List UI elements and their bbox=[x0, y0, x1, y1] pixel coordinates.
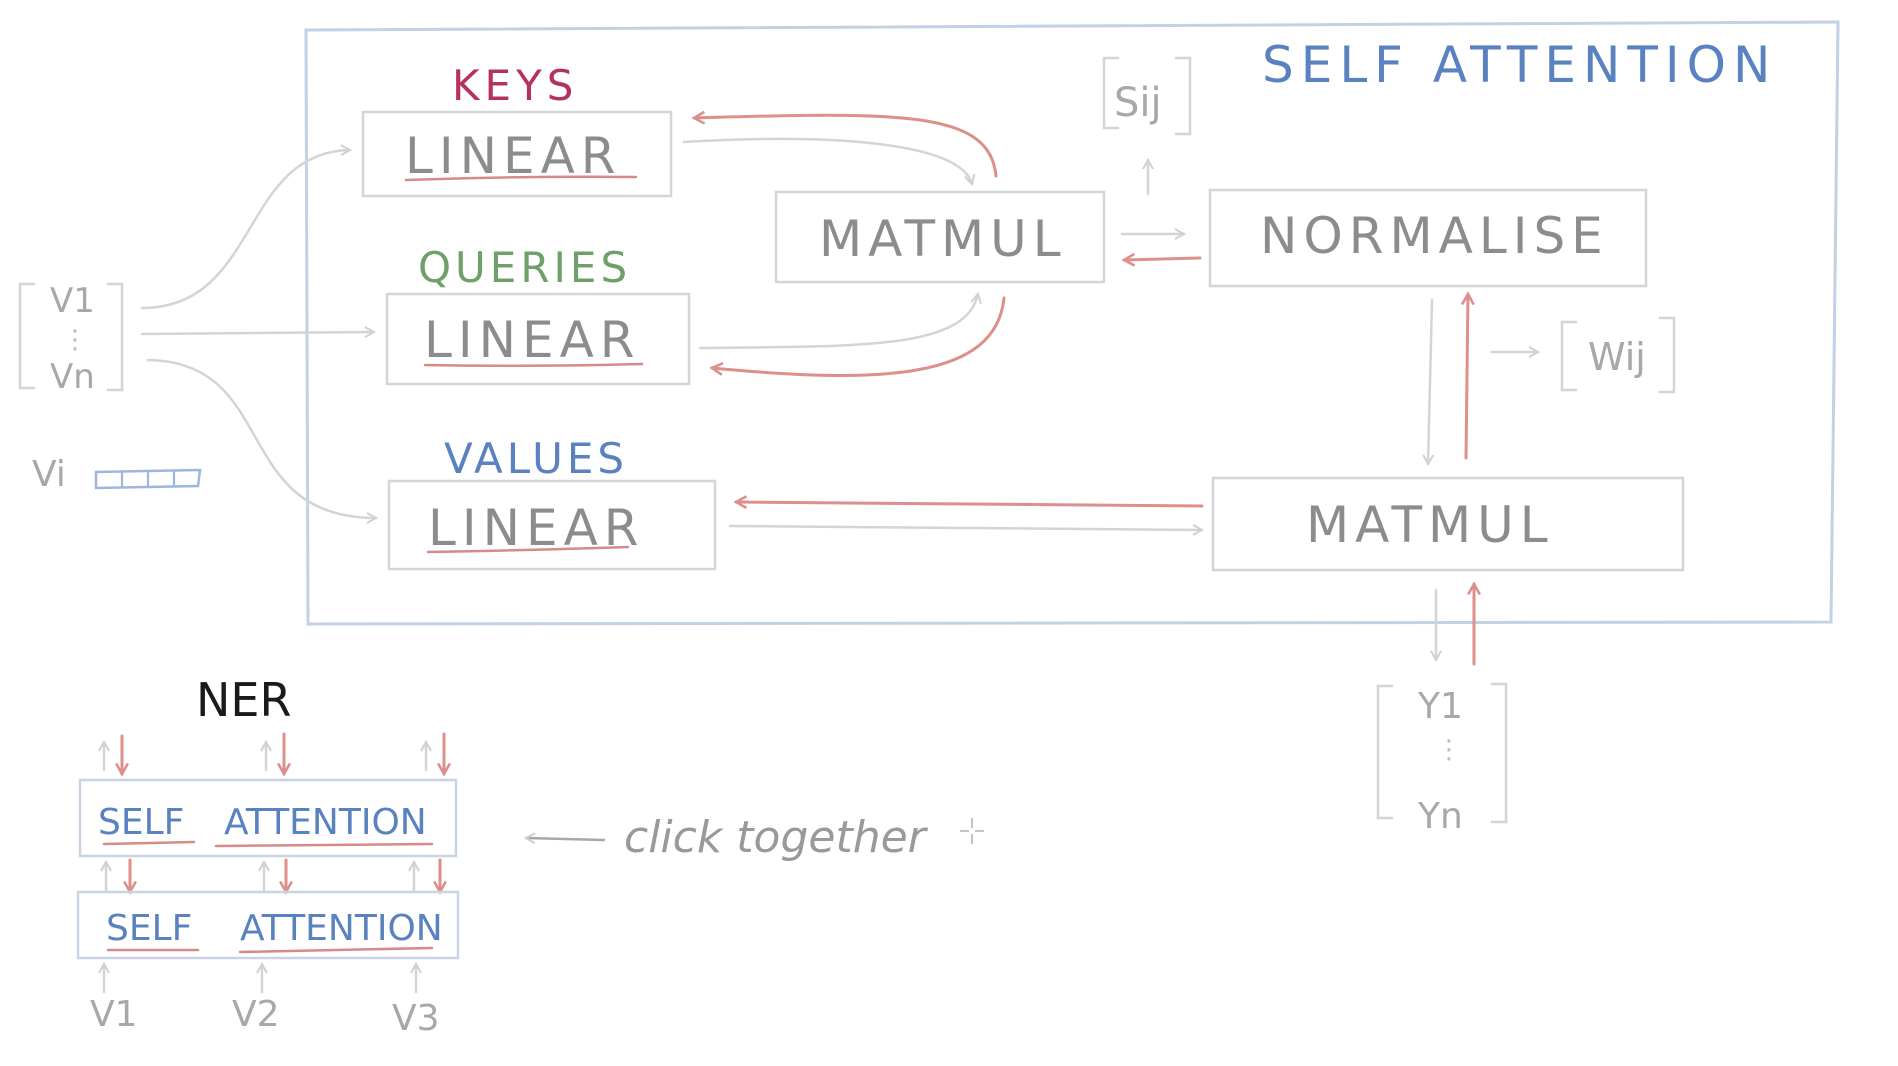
ner-layer-top-underline bbox=[102, 840, 434, 848]
cursor-crosshair-icon bbox=[960, 818, 984, 844]
click-together-note: click together bbox=[624, 812, 929, 863]
arrow-click-together bbox=[526, 838, 606, 840]
values-linear-box bbox=[387, 479, 717, 571]
matmul-bottom-box bbox=[1211, 476, 1685, 572]
keys-linear-underline bbox=[404, 175, 638, 182]
ner-input-3: V3 bbox=[392, 998, 440, 1039]
ner-title: NER bbox=[196, 673, 291, 727]
self-attention-frame bbox=[304, 20, 1840, 626]
ner-layer-top-word2: ATTENTION bbox=[224, 802, 427, 843]
keys-linear-box bbox=[361, 110, 673, 198]
queries-linear-box bbox=[385, 292, 691, 386]
ner-layer-bottom-underline bbox=[106, 946, 434, 954]
arrow-normalise-to-matmul-bottom bbox=[1428, 298, 1432, 464]
arrow-values-to-matmul-bottom bbox=[728, 526, 1202, 530]
queries-linear-label: LINEAR bbox=[424, 311, 641, 369]
output-vector: Y1 ⋮ Yn bbox=[1376, 682, 1508, 837]
ner-layer-top-word1: SELF bbox=[98, 802, 184, 843]
keys-heading: KEYS bbox=[452, 61, 578, 110]
weight-matrix: Wij bbox=[1560, 316, 1676, 394]
output-first: Y1 bbox=[1417, 686, 1463, 727]
output-last: Yn bbox=[1417, 796, 1463, 837]
arrow-matmul-bottom-to-values-grad bbox=[736, 502, 1204, 506]
single-input-vector: Vi bbox=[32, 454, 202, 495]
arrow-input-to-queries bbox=[140, 332, 374, 334]
input-vector: V1 ⋮ Vn bbox=[18, 281, 124, 397]
ner-input-arrows bbox=[104, 964, 416, 994]
keys-linear-label: LINEAR bbox=[405, 127, 622, 185]
arrow-matmul-to-queries-grad bbox=[712, 296, 1006, 377]
matmul-top-label: MATMUL bbox=[819, 210, 1067, 268]
arrow-queries-to-matmul bbox=[698, 294, 978, 350]
input-dots: ⋮ bbox=[62, 325, 88, 355]
ner-top-arrows bbox=[104, 732, 444, 774]
input-last: Vn bbox=[50, 357, 95, 397]
values-linear-underline bbox=[426, 545, 630, 554]
values-heading: VALUES bbox=[444, 434, 628, 483]
output-dots: ⋮ bbox=[1436, 735, 1462, 765]
ner-layer-bottom-box bbox=[76, 890, 460, 960]
normalise-label: NORMALISE bbox=[1260, 207, 1609, 265]
score-matrix-label: Sij bbox=[1114, 80, 1162, 126]
ner-input-2: V2 bbox=[232, 994, 280, 1035]
ner-layer-bottom-word2: ATTENTION bbox=[240, 908, 443, 949]
matmul-top-box bbox=[774, 190, 1106, 284]
arrow-keys-to-matmul bbox=[682, 137, 972, 184]
single-input-label: Vi bbox=[32, 454, 66, 495]
queries-linear-underline bbox=[423, 362, 644, 368]
arrow-matmul-bottom-to-normalise-grad bbox=[1466, 294, 1468, 460]
arrow-input-to-values bbox=[146, 358, 376, 518]
self-attention-title: SELF ATTENTION bbox=[1262, 36, 1777, 94]
arrow-matmul-to-keys-grad bbox=[694, 115, 998, 178]
arrow-input-to-keys bbox=[140, 150, 350, 310]
ner-layer-top-box bbox=[78, 778, 458, 858]
matmul-bottom-label: MATMUL bbox=[1306, 496, 1554, 554]
arrow-normalise-to-matmul-grad bbox=[1124, 258, 1202, 260]
weight-matrix-label: Wij bbox=[1588, 335, 1646, 379]
input-first: V1 bbox=[50, 281, 95, 321]
ner-input-1: V1 bbox=[90, 994, 138, 1035]
ner-middle-arrows bbox=[106, 858, 440, 892]
queries-heading: QUERIES bbox=[418, 243, 631, 292]
score-matrix: Sij bbox=[1102, 56, 1192, 136]
ner-layer-bottom-word1: SELF bbox=[106, 908, 192, 949]
normalise-box bbox=[1208, 188, 1648, 288]
